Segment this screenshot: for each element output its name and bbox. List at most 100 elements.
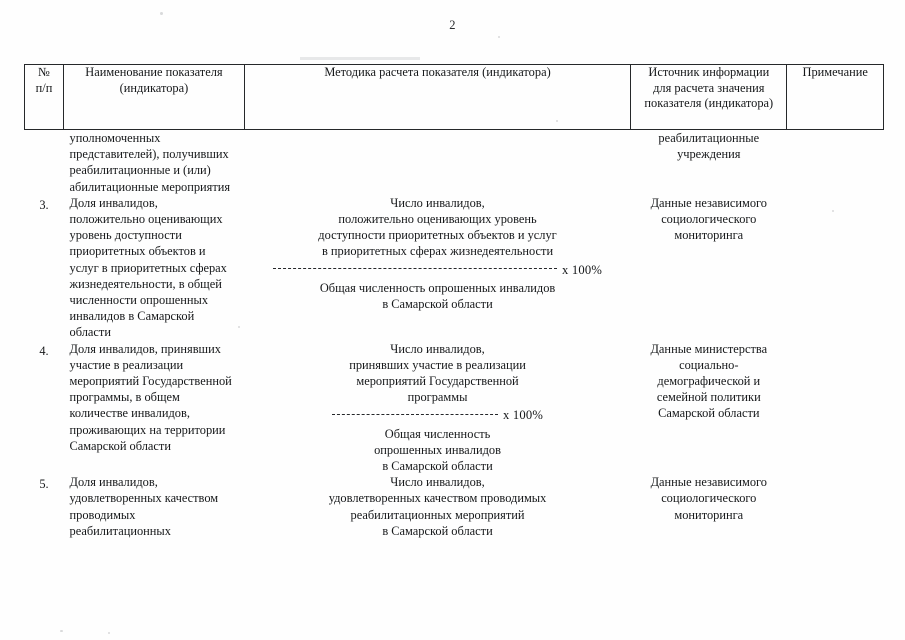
table-header: № п/п Наименование показателя (индикатор… xyxy=(23,64,884,130)
row-source-line: социологического xyxy=(661,212,757,227)
row-method xyxy=(244,130,630,195)
row-name-line: представителей), получивших xyxy=(69,147,229,162)
column-header-name-line1: Наименование показателя xyxy=(85,65,223,79)
row-source-line: семейной политики xyxy=(656,390,761,405)
formula-numerator-line: в Самарской области xyxy=(382,523,493,538)
column-header-source-line2: для расчета значения xyxy=(653,80,765,95)
formula-numerator-line: Число инвалидов, xyxy=(390,341,485,356)
formula-denominator-line: в Самарской области xyxy=(382,459,493,474)
row-source-line: учреждения xyxy=(677,147,741,162)
row-source-line: Данные независимого xyxy=(650,195,767,210)
row-name-line: Доля инвалидов, xyxy=(69,475,158,490)
table-body: уполномоченных представителей), получивш… xyxy=(25,130,884,540)
column-header-name-line2: (индикатора) xyxy=(119,80,189,95)
row-name-line: Доля инвалидов, принявших xyxy=(69,341,221,356)
formula-bar-row: х 100% xyxy=(248,262,626,278)
formula-denominator: Общая численность опрошенных инвалидов в… xyxy=(248,280,626,312)
row-source-line: мониторинга xyxy=(674,507,744,522)
formula-numerator-line: положительно оценивающих уровень xyxy=(338,212,537,227)
row-name-line: численности опрошенных xyxy=(69,293,209,308)
row-source: Данные независимого социологического мон… xyxy=(631,195,787,341)
row-name-line: уполномоченных xyxy=(69,131,161,145)
row-name-line: реабилитационные и (или) xyxy=(69,163,211,178)
column-header-method: Методика расчета показателя (индикатора) xyxy=(243,64,632,130)
row-source-line: социально- xyxy=(679,357,739,372)
row-method: Число инвалидов, удовлетворенных качеств… xyxy=(244,474,630,539)
row-name-line: реабилитационных xyxy=(69,523,171,538)
fraction-bar xyxy=(332,413,499,416)
row-name-line: Самарской области xyxy=(69,438,171,453)
scan-speck xyxy=(108,632,110,634)
formula-numerator: Число инвалидов, принявших участие в реа… xyxy=(248,341,626,406)
column-header-note-line1: Примечание xyxy=(802,65,868,79)
row-name-line: количестве инвалидов, xyxy=(69,406,190,421)
scan-speck xyxy=(238,326,240,328)
row-source-line: демографической и xyxy=(657,374,761,389)
column-header-method-line1: Методика расчета показателя (индикатора) xyxy=(324,65,551,79)
column-header-source-line1: Источник информации xyxy=(648,65,770,79)
formula-numerator-line: в приоритетных сферах жизнедеятельности xyxy=(321,244,554,259)
row-source-line: реабилитационные xyxy=(658,131,760,145)
column-header-number: № п/п xyxy=(23,64,65,130)
row-number: 5. xyxy=(39,477,49,492)
row-name: уполномоченных представителей), получивш… xyxy=(64,130,245,195)
row-name-line: проводимых xyxy=(69,507,136,522)
row-name-line: проживающих на территории xyxy=(69,422,226,437)
row-note xyxy=(787,130,884,195)
formula-denominator-line: Общая численность опрошенных инвалидов xyxy=(319,280,556,295)
row-method: Число инвалидов, принявших участие в реа… xyxy=(244,341,630,475)
table-row: уполномоченных представителей), получивш… xyxy=(25,130,884,195)
row-number: 3. xyxy=(39,197,49,212)
row-note xyxy=(787,474,884,539)
scan-speck xyxy=(498,36,500,38)
formula: Число инвалидов, удовлетворенных качеств… xyxy=(248,474,626,539)
column-header-number-line1: № xyxy=(38,65,50,79)
row-source-line: Данные министерства xyxy=(650,341,768,356)
formula-numerator-line: доступности приоритетных объектов и услу… xyxy=(318,228,557,243)
formula-numerator-line: принявших участие в реализации xyxy=(349,357,526,372)
formula-numerator-line: программы xyxy=(407,390,468,405)
row-source: Данные министерства социально- демографи… xyxy=(631,341,787,475)
row-name: Доля инвалидов, удовлетворенных качество… xyxy=(64,474,245,539)
column-header-number-line2: п/п xyxy=(35,80,53,95)
column-header-name: Наименование показателя (индикатора) xyxy=(63,64,245,130)
indicators-table: № п/п Наименование показателя (индикатор… xyxy=(23,64,884,540)
table-row: 4. Доля инвалидов, принявших участие в р… xyxy=(25,341,884,475)
row-name-line: удовлетворенных качеством xyxy=(69,491,219,506)
row-name-line: инвалидов в Самарской xyxy=(69,309,195,324)
row-name-line: жизнедеятельности, в общей xyxy=(69,276,222,291)
formula-numerator: Число инвалидов, положительно оценивающи… xyxy=(248,195,626,260)
formula-numerator: Число инвалидов, удовлетворенных качеств… xyxy=(248,474,626,539)
scan-speck xyxy=(60,630,63,632)
formula-bar-row: х 100% xyxy=(248,407,626,423)
row-source: реабилитационные учреждения xyxy=(631,130,787,195)
formula-denominator: Общая численность опрошенных инвалидов в… xyxy=(248,426,626,475)
scan-speck xyxy=(160,12,163,15)
formula-denominator-line: опрошенных инвалидов xyxy=(374,442,501,457)
row-source-line: социологического xyxy=(661,491,757,506)
row-name-line: приоритетных объектов и xyxy=(69,244,206,259)
page-number: 2 xyxy=(449,18,456,32)
row-number: 4. xyxy=(39,343,49,358)
row-method: Число инвалидов, положительно оценивающи… xyxy=(244,195,630,341)
row-name: Доля инвалидов, принявших участие в реал… xyxy=(64,341,245,475)
formula: Число инвалидов, принявших участие в реа… xyxy=(248,341,626,475)
row-number xyxy=(25,130,64,195)
row-name-line: уровень доступности xyxy=(69,228,182,243)
formula-numerator-line: реабилитационных мероприятий xyxy=(350,507,525,522)
row-note xyxy=(787,341,884,475)
row-source-line: Данные независимого xyxy=(650,475,767,490)
row-name-line: программы, в общем xyxy=(69,390,180,405)
row-name-line: области xyxy=(69,325,111,340)
table-header-row: № п/п Наименование показателя (индикатор… xyxy=(23,64,884,130)
row-name-line: абилитационные мероприятия xyxy=(69,179,231,194)
formula: Число инвалидов, положительно оценивающи… xyxy=(248,195,626,312)
formula-numerator-line: мероприятий Государственной xyxy=(356,374,519,389)
formula-numerator-line: удовлетворенных качеством проводимых xyxy=(328,491,547,506)
formula-denominator-line: в Самарской области xyxy=(382,297,493,312)
table-row: 3. Доля инвалидов, положительно оцениваю… xyxy=(25,195,884,341)
row-source-line: мониторинга xyxy=(674,228,744,243)
formula-denominator-line: Общая численность xyxy=(384,426,491,441)
row-source: Данные независимого социологического мон… xyxy=(631,474,787,539)
